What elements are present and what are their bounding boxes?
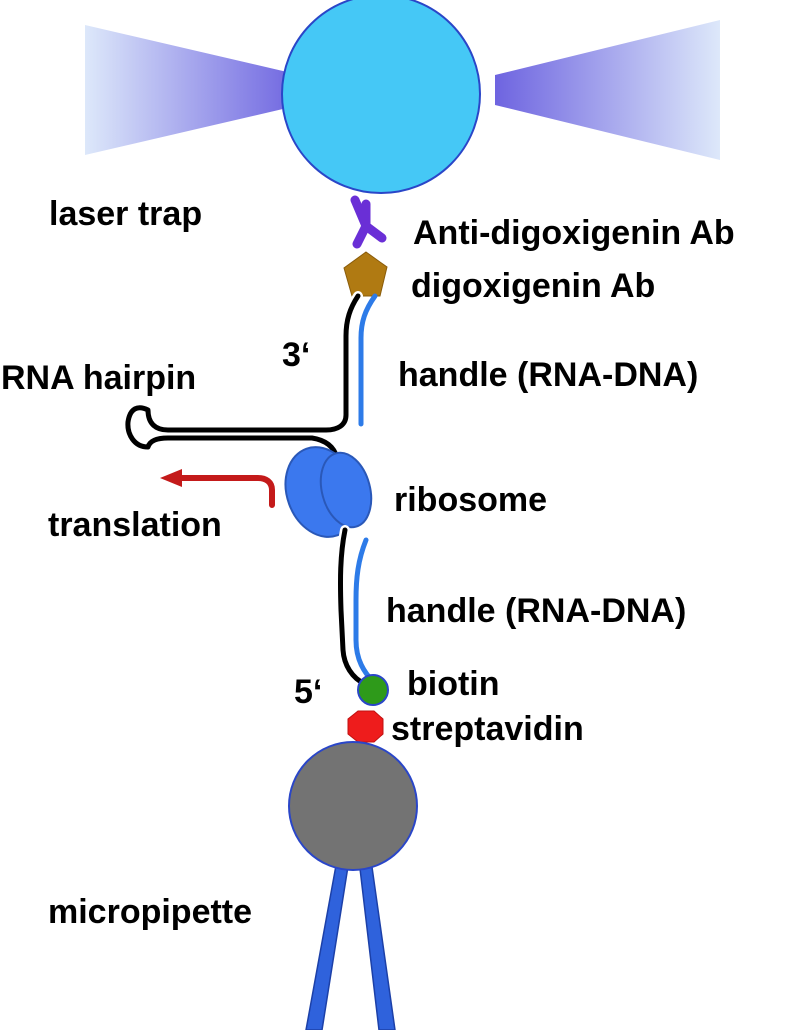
handle-bottom-label: handle (RNA-DNA): [386, 592, 686, 630]
pipette-bead: [288, 741, 418, 871]
rna-strand: [122, 291, 363, 463]
handle-top-label: handle (RNA-DNA): [398, 356, 698, 394]
streptavidin-label: streptavidin: [391, 710, 584, 748]
antibody-icon: [350, 195, 387, 249]
micropipette: [305, 859, 396, 1030]
lower-rna-strand: [335, 525, 370, 689]
laser-trap-label: laser trap: [49, 195, 202, 233]
anti-digoxigenin-label: Anti-digoxigenin Ab: [413, 214, 735, 252]
biotin-icon: [357, 674, 389, 706]
laser-beam-right: [495, 20, 720, 160]
biotin-label: biotin: [407, 665, 500, 703]
digoxigenin-pentagon-icon: [343, 251, 388, 297]
streptavidin-octagon-icon: [347, 710, 384, 743]
micropipette-label: micropipette: [48, 893, 252, 931]
translation-arrow: [160, 469, 275, 508]
five-prime-label: 5‘: [294, 673, 322, 711]
trapped-bead: [281, 0, 481, 194]
three-prime-label: 3‘: [282, 336, 310, 374]
lower-dna-handle: [353, 537, 377, 686]
digoxigenin-label: digoxigenin Ab: [411, 267, 655, 305]
upper-dna-handle: [358, 293, 378, 427]
laser-beam-left: [85, 25, 300, 155]
ribosome: [284, 446, 373, 538]
ribosome-label: ribosome: [394, 481, 547, 519]
translation-label: translation: [48, 506, 222, 544]
rna-hairpin-label: RNA hairpin: [1, 359, 196, 397]
